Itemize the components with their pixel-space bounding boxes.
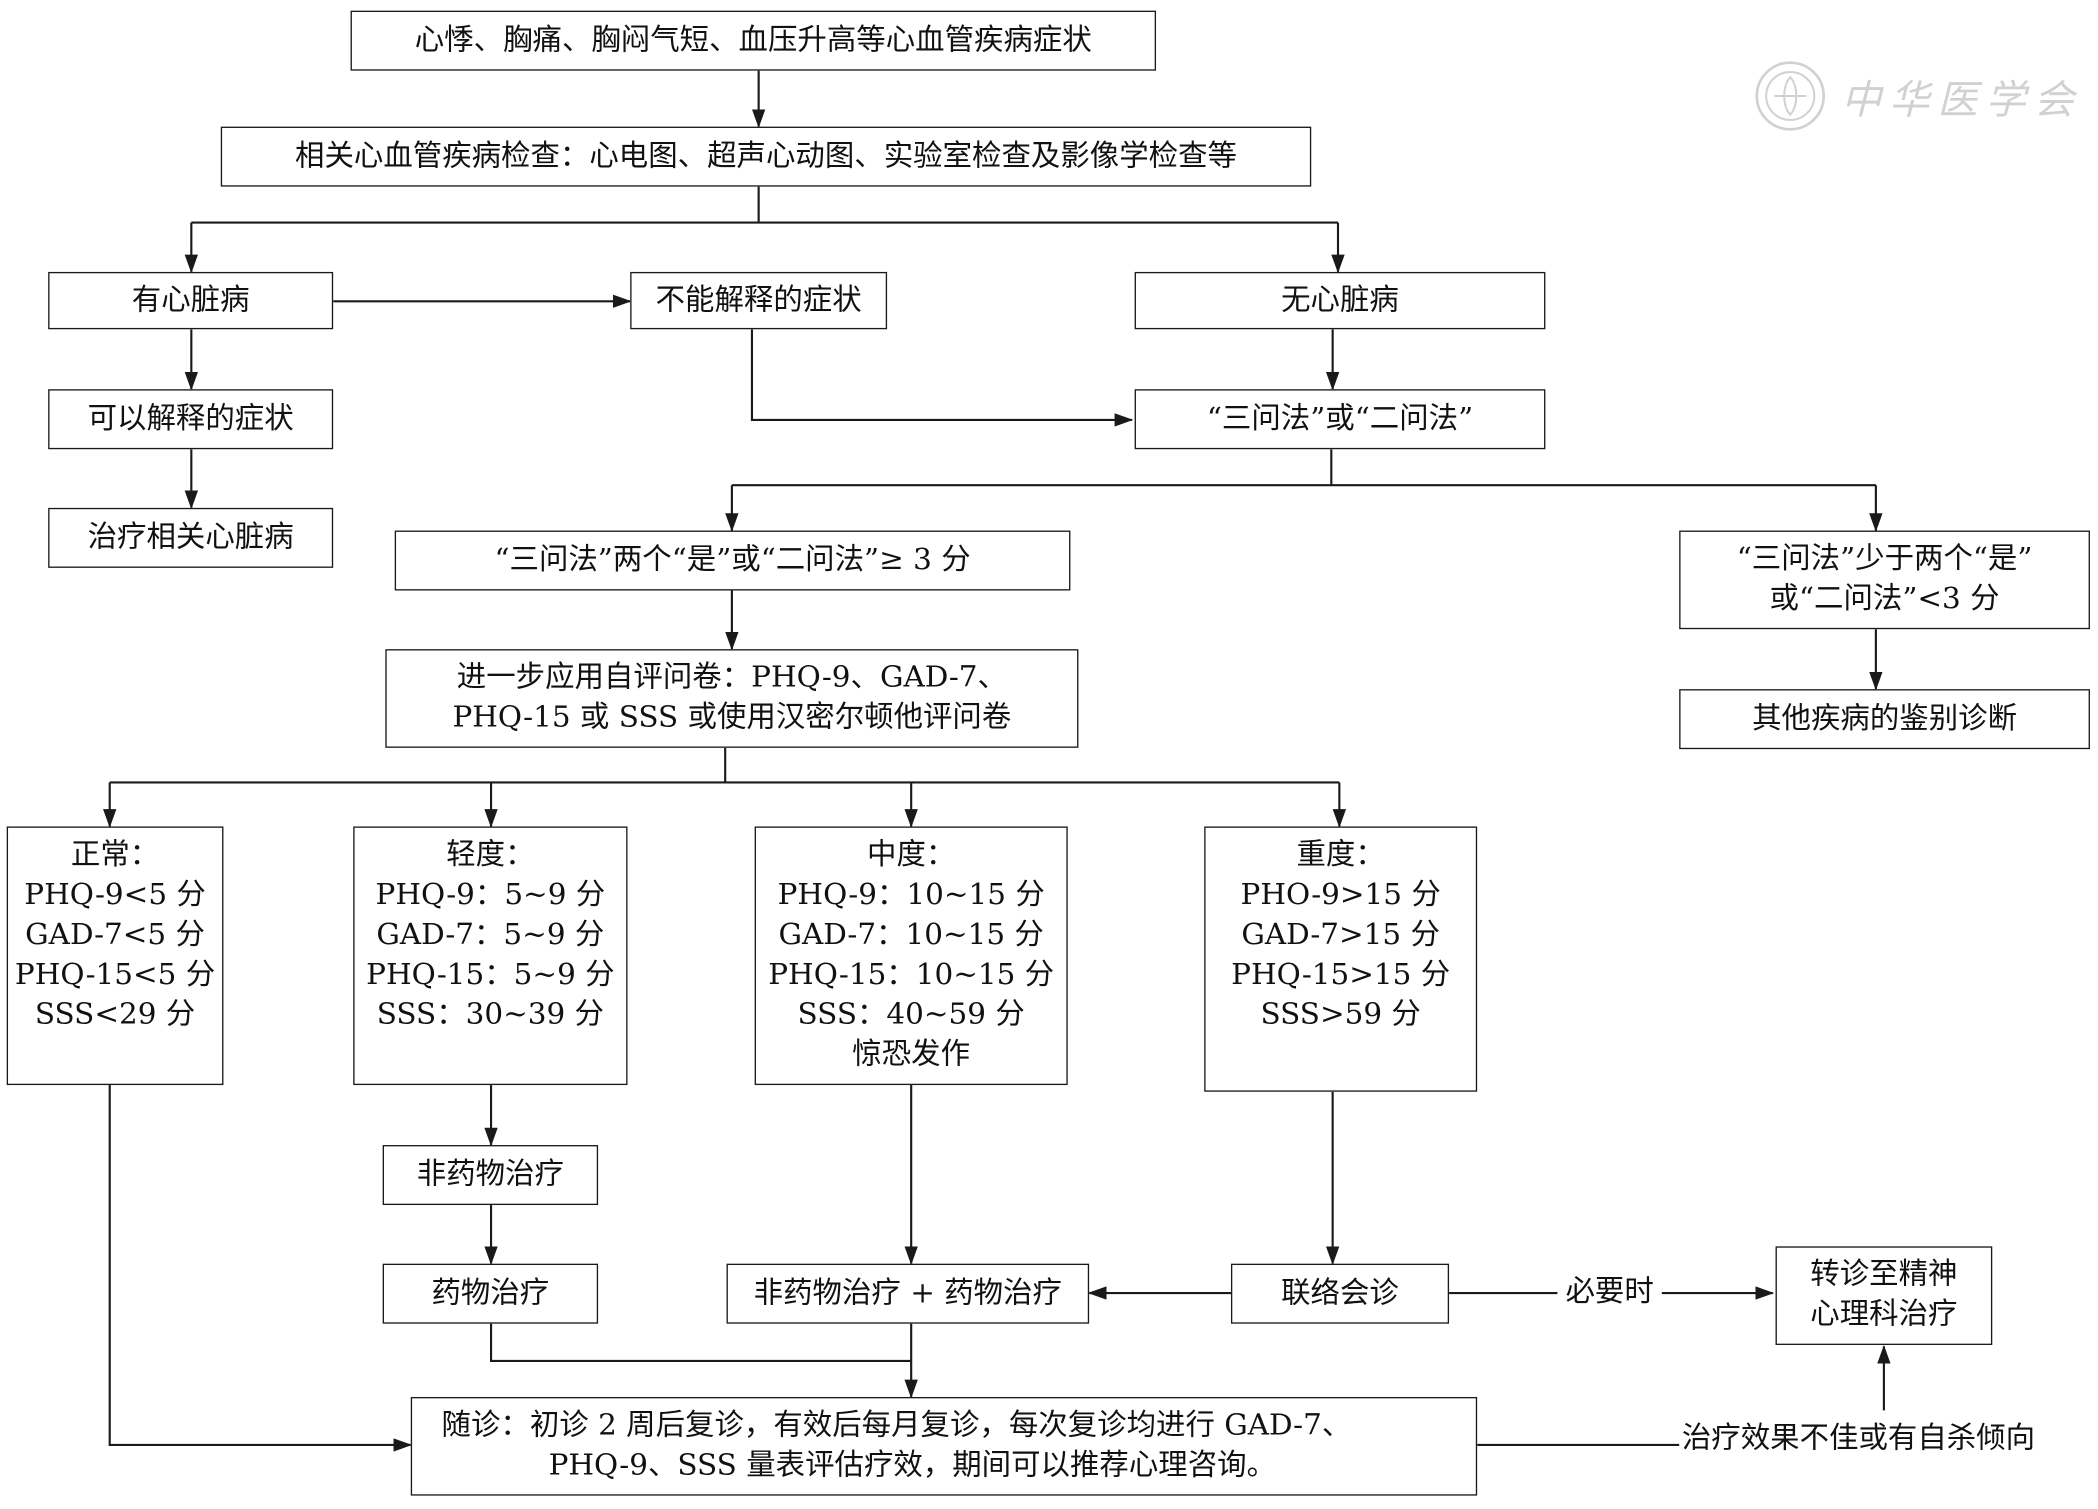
node-psychiatry-referral-line: 转诊至精神 bbox=[1810, 1258, 1958, 1292]
node-explainable-symptoms: 可以解释的症状 bbox=[48, 389, 334, 450]
node-symptoms: 心悸、胸痛、胸闷气短、血压升高等心血管疾病症状 bbox=[350, 10, 1157, 71]
edge-drug-followup bbox=[489, 1323, 912, 1363]
node-severe-line: SSS>59 分 bbox=[1260, 998, 1421, 1032]
node-screen-negative-line: 或“二问法”<3 分 bbox=[1769, 582, 2000, 616]
node-no-heart-disease: 无心脏病 bbox=[1134, 271, 1546, 330]
node-mild-line: PHQ-15：5~9 分 bbox=[366, 958, 615, 992]
node-severe-line: GAD-7>15 分 bbox=[1241, 918, 1440, 952]
node-screen-positive: “三问法”两个“是”或“二问法”≥ 3 分 bbox=[394, 530, 1071, 591]
node-exam: 相关心血管疾病检查：心电图、超声心动图、实验室检查及影像学检查等 bbox=[220, 126, 1312, 187]
edge-unexplained-method bbox=[750, 329, 1134, 427]
node-mild-line: SSS：30~39 分 bbox=[376, 998, 605, 1032]
node-unexplained-symptoms: 不能解释的症状 bbox=[630, 271, 888, 330]
node-psychiatry-referral-line: 心理科治疗 bbox=[1810, 1298, 1958, 1332]
node-moderate-line: GAD-7：10~15 分 bbox=[778, 918, 1044, 952]
node-liaison-consultation: 联络会诊 bbox=[1230, 1263, 1450, 1324]
node-exam-text: 相关心血管疾病检查：心电图、超声心动图、实验室检查及影像学检查等 bbox=[295, 139, 1237, 173]
node-questionnaire-line: 进一步应用自评问卷：PHQ-9、GAD-7、 bbox=[456, 661, 1007, 695]
node-follow-up: 随诊：初诊 2 周后复诊，有效后每月复诊，每次复诊均进行 GAD-7、 PHQ-… bbox=[410, 1396, 1478, 1496]
node-combined-therapy-text: 非药物治疗 + 药物治疗 bbox=[753, 1276, 1062, 1310]
edge-method-split bbox=[731, 449, 1876, 487]
edge-exam-split bbox=[191, 186, 1339, 224]
node-has-heart-disease-text: 有心脏病 bbox=[131, 283, 250, 317]
node-questionnaire-line: PHQ-15 或 SSS 或使用汉密尔顿他评问卷 bbox=[452, 701, 1012, 735]
node-severe-heading: 重度： bbox=[1296, 838, 1385, 872]
node-unexplained-symptoms-text: 不能解释的症状 bbox=[655, 283, 862, 317]
node-mild-line: GAD-7：5~9 分 bbox=[376, 918, 605, 952]
node-combined-therapy: 非药物治疗 + 药物治疗 bbox=[726, 1263, 1090, 1324]
node-treat-heart-disease-text: 治疗相关心脏病 bbox=[87, 520, 294, 554]
node-severe-line: PHO-9>15 分 bbox=[1240, 878, 1441, 912]
node-screening-method: “三问法”或“二问法” bbox=[1134, 389, 1546, 450]
edge-label-when-needed: 必要时 bbox=[1557, 1273, 1662, 1314]
node-severe-line: PHQ-15>15 分 bbox=[1231, 958, 1451, 992]
node-nondrug-therapy: 非药物治疗 bbox=[382, 1145, 599, 1206]
node-screen-negative-line: “三问法”少于两个“是” bbox=[1736, 542, 2033, 576]
edge-questionnaire-split bbox=[109, 747, 1340, 784]
node-normal-line: SSS<29 分 bbox=[34, 998, 196, 1032]
node-mild-line: PHQ-9：5~9 分 bbox=[375, 878, 606, 912]
node-questionnaire: 进一步应用自评问卷：PHQ-9、GAD-7、 PHQ-15 或 SSS 或使用汉… bbox=[385, 649, 1079, 748]
node-severe: 重度： PHO-9>15 分 GAD-7>15 分 PHQ-15>15 分 SS… bbox=[1204, 826, 1478, 1092]
node-normal: 正常： PHQ-9<5 分 GAD-7<5 分 PHQ-15<5 分 SSS<2… bbox=[6, 826, 224, 1086]
node-screen-negative: “三问法”少于两个“是” 或“二问法”<3 分 bbox=[1679, 530, 2090, 630]
node-treat-heart-disease: 治疗相关心脏病 bbox=[48, 507, 334, 568]
node-drug-therapy-text: 药物治疗 bbox=[431, 1276, 550, 1310]
node-has-heart-disease: 有心脏病 bbox=[48, 271, 334, 330]
node-screen-positive-text: “三问法”两个“是”或“二问法”≥ 3 分 bbox=[494, 543, 971, 577]
node-psychiatry-referral: 转诊至精神 心理科治疗 bbox=[1775, 1246, 1993, 1345]
node-moderate-line: 惊恐发作 bbox=[852, 1038, 971, 1072]
edge-normal-followup bbox=[108, 1085, 413, 1452]
node-nondrug-therapy-text: 非药物治疗 bbox=[416, 1157, 564, 1192]
node-normal-line: PHQ-15<5 分 bbox=[14, 958, 216, 992]
node-normal-heading: 正常： bbox=[70, 838, 160, 872]
watermark: 中华医学会 bbox=[1753, 59, 2082, 134]
node-explainable-symptoms-text: 可以解释的症状 bbox=[87, 401, 294, 436]
node-follow-up-line: PHQ-9、SSS 量表评估疗效，期间可以推荐心理咨询。 bbox=[548, 1448, 1277, 1483]
node-mild: 轻度： PHQ-9：5~9 分 GAD-7：5~9 分 PHQ-15：5~9 分… bbox=[353, 826, 628, 1086]
node-differential-diagnosis-text: 其他疾病的鉴别诊断 bbox=[1752, 701, 2018, 736]
node-moderate-heading: 中度： bbox=[867, 838, 956, 872]
society-seal-icon bbox=[1755, 61, 1826, 131]
edge-label-poor-effect: 治疗效果不佳或有自杀倾向 bbox=[1681, 1419, 2036, 1460]
watermark-text: 中华医学会 bbox=[1841, 77, 2082, 124]
node-moderate-line: PHQ-9：10~15 分 bbox=[777, 878, 1045, 912]
node-screening-method-text: “三问法”或“二问法” bbox=[1206, 401, 1474, 436]
node-mild-heading: 轻度： bbox=[446, 838, 535, 872]
node-normal-line: PHQ-9<5 分 bbox=[24, 878, 206, 912]
node-liaison-consultation-text: 联络会诊 bbox=[1281, 1276, 1399, 1310]
node-differential-diagnosis: 其他疾病的鉴别诊断 bbox=[1679, 689, 2090, 750]
node-moderate: 中度： PHQ-9：10~15 分 GAD-7：10~15 分 PHQ-15：1… bbox=[754, 826, 1068, 1086]
node-moderate-line: SSS：40~59 分 bbox=[797, 998, 1025, 1032]
node-drug-therapy: 药物治疗 bbox=[382, 1263, 599, 1324]
node-follow-up-line: 随诊：初诊 2 周后复诊，有效后每月复诊，每次复诊均进行 GAD-7、 bbox=[441, 1408, 1352, 1443]
node-symptoms-text: 心悸、胸痛、胸闷气短、血压升高等心血管疾病症状 bbox=[414, 23, 1092, 57]
node-moderate-line: PHQ-15：10~15 分 bbox=[768, 958, 1055, 992]
node-normal-line: GAD-7<5 分 bbox=[25, 918, 205, 952]
node-no-heart-disease-text: 无心脏病 bbox=[1281, 283, 1399, 317]
